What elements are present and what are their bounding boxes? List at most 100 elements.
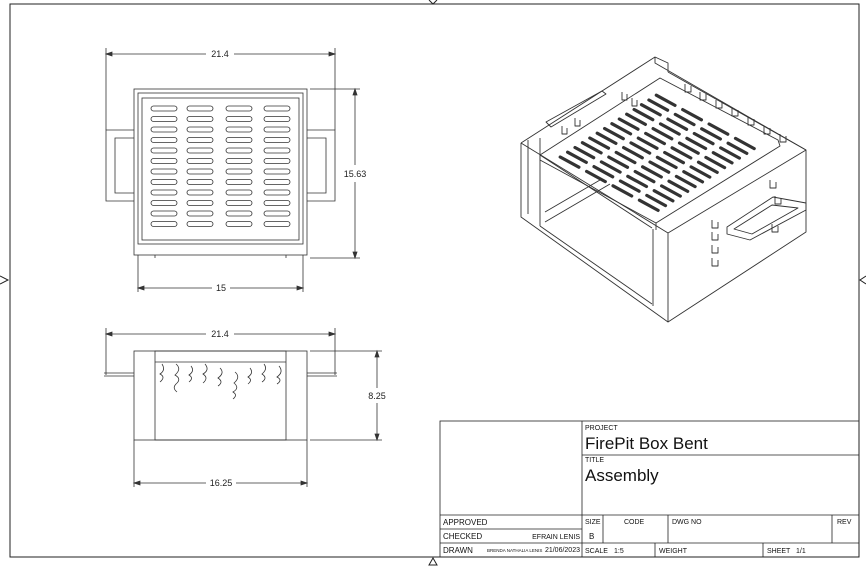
grate-slot bbox=[186, 147, 214, 154]
center-mark-top bbox=[428, 0, 438, 5]
grate-slot bbox=[150, 147, 178, 154]
iso-grate-slot bbox=[647, 98, 670, 112]
size-label: SIZE bbox=[585, 519, 601, 526]
weight-label: WEIGHT bbox=[659, 548, 688, 555]
grate-slot bbox=[150, 105, 178, 112]
iso-grate-slot bbox=[625, 112, 648, 127]
grate-slot bbox=[150, 200, 178, 206]
iso-grate-slot bbox=[584, 169, 607, 184]
center-mark-right bbox=[859, 275, 866, 285]
title-label: TITLE bbox=[585, 457, 604, 464]
iso-grate-slot bbox=[621, 146, 644, 160]
grate-slot bbox=[263, 179, 291, 185]
grate-slot bbox=[263, 116, 291, 122]
grate-slot bbox=[225, 126, 253, 133]
grate-slot bbox=[186, 200, 214, 206]
sheet-label: SHEET bbox=[767, 548, 791, 555]
iso-grate-slot bbox=[733, 136, 756, 151]
iso-grate-slot bbox=[645, 193, 668, 208]
grate-slot bbox=[150, 221, 178, 227]
grate-slot bbox=[186, 105, 214, 112]
grate-slot bbox=[225, 168, 253, 175]
iso-grate-slot bbox=[565, 150, 588, 164]
iso-grate-slot bbox=[673, 112, 696, 127]
grate-slot bbox=[225, 137, 253, 143]
iso-grate-slot bbox=[637, 198, 660, 212]
iso-grate-slot bbox=[674, 174, 697, 189]
iso-grate-slot bbox=[558, 155, 581, 169]
iso-grate-slot bbox=[670, 146, 693, 160]
grate-slot bbox=[225, 105, 253, 112]
iso-grate-slot bbox=[689, 165, 712, 179]
front-view bbox=[104, 328, 382, 487]
iso-grate-slot bbox=[588, 136, 611, 150]
iso-grate-slot bbox=[602, 126, 625, 141]
grate-slot bbox=[150, 210, 178, 217]
grate-slot bbox=[225, 147, 253, 154]
grate-slot bbox=[263, 158, 291, 164]
drawn-by: BRENDA NATHALIA LENIS bbox=[487, 548, 542, 553]
iso-grate-slot bbox=[573, 145, 596, 160]
iso-grate-slot bbox=[639, 103, 662, 117]
grate-slot bbox=[186, 210, 214, 217]
iso-grate-slot bbox=[700, 127, 723, 141]
iso-grate-slots bbox=[558, 93, 756, 212]
grate-slot bbox=[263, 137, 291, 143]
grate-slot bbox=[225, 179, 253, 185]
iso-grate-slot bbox=[685, 136, 708, 151]
iso-grate-slot bbox=[644, 131, 667, 146]
grate-slot bbox=[150, 168, 178, 175]
grate-slot bbox=[263, 147, 291, 154]
iso-grate-slot bbox=[658, 122, 681, 136]
isometric-view bbox=[520, 56, 807, 323]
iso-grate-slot bbox=[651, 127, 674, 141]
dim-front-width: 21.4 bbox=[211, 329, 229, 339]
grate-slot bbox=[225, 189, 253, 196]
iso-grate-slot bbox=[648, 160, 671, 174]
project-label: PROJECT bbox=[585, 425, 618, 432]
drawn-date: 21/06/2023 bbox=[545, 547, 580, 554]
project-name: FirePit Box Bent bbox=[585, 434, 708, 453]
checked-by: EFRAIN LENIS bbox=[532, 534, 580, 541]
grate-slot bbox=[263, 126, 291, 133]
center-mark-bottom bbox=[428, 556, 438, 566]
iso-grate-slot bbox=[617, 117, 640, 131]
iso-grate-slot bbox=[618, 179, 641, 193]
drawn-label: DRAWN bbox=[443, 546, 473, 555]
grate-slot bbox=[263, 221, 291, 227]
iso-grate-slot bbox=[696, 160, 719, 174]
grate-slot bbox=[225, 200, 253, 206]
iso-grate-slot bbox=[629, 141, 652, 155]
grate-slot bbox=[186, 179, 214, 185]
grate-slot bbox=[150, 126, 178, 133]
dim-front-height: 8.25 bbox=[368, 391, 386, 401]
sheet-value: 1/1 bbox=[796, 548, 806, 555]
iso-grate-slot bbox=[655, 155, 678, 170]
iso-grate-slot bbox=[726, 141, 749, 155]
dim-top-width: 21.4 bbox=[211, 49, 229, 59]
grate-slot bbox=[225, 221, 253, 227]
iso-grate-slot bbox=[633, 169, 656, 184]
title-block bbox=[439, 420, 860, 558]
iso-grate-slot bbox=[607, 155, 630, 169]
iso-grate-slot bbox=[663, 150, 686, 165]
iso-grate-slot bbox=[652, 189, 675, 203]
iso-grate-slot bbox=[592, 165, 615, 179]
iso-grate-slot bbox=[614, 150, 637, 165]
grate-slot bbox=[150, 137, 178, 143]
iso-grate-slot bbox=[610, 122, 633, 136]
grate-slots bbox=[150, 105, 291, 227]
iso-grate-slot bbox=[632, 107, 655, 122]
code-label: CODE bbox=[624, 519, 645, 526]
grate-slot bbox=[225, 116, 253, 122]
grate-slot bbox=[150, 179, 178, 185]
iso-grate-slot bbox=[682, 170, 705, 184]
iso-grate-slot bbox=[666, 117, 689, 131]
grate-slot bbox=[263, 210, 291, 217]
iso-grate-slot bbox=[659, 184, 682, 198]
grate-slot bbox=[186, 168, 214, 175]
size-value: B bbox=[589, 532, 594, 541]
grate-slot bbox=[186, 116, 214, 122]
iso-grate-slot bbox=[640, 165, 663, 179]
iso-grate-slot bbox=[719, 146, 742, 160]
